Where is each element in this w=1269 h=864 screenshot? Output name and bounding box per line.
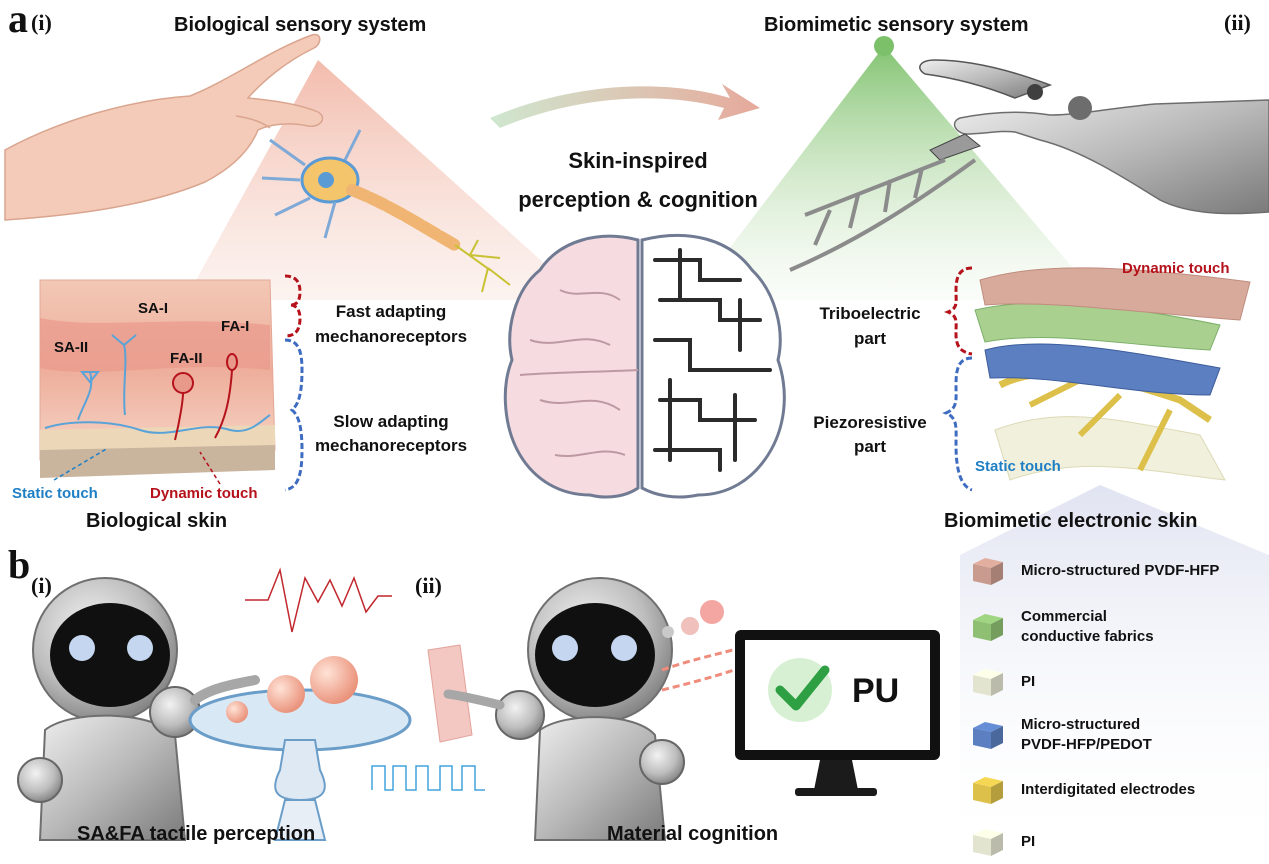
slow-adapting-brace [284,338,304,492]
bio-static-touch-label: Static touch [12,485,98,502]
biomimetic-electronic-skin-caption: Biomimetic electronic skin [944,510,1198,532]
legend-swatch-pi-bottom [971,826,1005,858]
legend-label-line1: PI [1021,672,1036,690]
receptor-label-sa-ii: SA-II [54,339,89,356]
panel-a-letter: a [8,0,28,41]
legend-label-line2: conductive fabrics [1021,628,1154,646]
fa-i-corpuscle [226,353,238,371]
legend-label-line1: Micro-structured PVDF-HFP [1021,561,1220,579]
legend-label-line1: Commercial [1021,608,1107,625]
bio-dynamic-touch-label: Dynamic touch [150,485,258,502]
electronic-skin-stack [974,267,1251,481]
slow-adapting-label-line1: Slow adapting [333,412,449,431]
brain-illustration [503,233,786,499]
legend-label-line1: PI [1021,832,1036,850]
panel-b-right-subindex: (ii) [415,573,442,598]
monitor-result-text: PU [852,672,900,710]
receptor-label-fa-i: FA-I [221,318,250,335]
slow-adapting-label-line2: mechanoreceptors [314,436,468,455]
fa-ii-corpuscle [172,372,194,394]
computer-monitor [735,630,940,796]
legend-item-pvdf-hfp: Micro-structured PVDF-HFP [971,555,1219,587]
legend-item-pi-top: PI [971,666,1035,698]
biomimetic-sensory-system-title: Biomimetic sensory system [764,14,1029,36]
sa-signal-waveform [371,765,485,791]
legend-label-line1: Interdigitated electrodes [1021,780,1196,798]
robot-left-illustration [17,577,260,841]
material-cognition-caption: Material cognition [607,823,779,845]
legend-swatch-pvdf-hfp-pedot [971,719,1005,751]
legend-item-interdigitated-electrodes: Interdigitated electrodes [971,774,1195,806]
specimen-table-illustration [188,656,412,841]
legend-item-conductive-fabrics: Commercial conductive fabrics [971,607,1154,648]
fast-adapting-label-line1: Fast adapting [335,302,447,321]
perception-cone-green [690,46,1100,300]
panel-a-left-subindex: (i) [31,10,52,35]
legend-label-line1: Micro-structured [1021,716,1141,733]
legend-swatch-pi-top [971,666,1005,698]
eskin-dynamic-touch-label: Dynamic touch [1122,260,1230,277]
center-title-line2: perception & cognition [518,187,758,212]
eskin-static-touch-label: Static touch [975,458,1061,475]
triboelectric-label-line2: part [853,329,887,348]
biological-sensory-system-title: Biological sensory system [174,14,427,36]
fast-adapting-label-line2: mechanoreceptors [314,327,468,346]
robot-nerve-ladder-illustration [789,158,977,272]
legend-background [960,485,1269,864]
legend-swatch-conductive-fabrics [971,611,1005,643]
biological-skin-block [39,279,276,485]
robot-right-illustration [443,577,685,841]
center-title-line1: Skin-inspired [568,148,708,173]
robot-hand-illustration [919,59,1269,215]
sa-fa-tactile-perception-caption: SA&FA tactile perception [77,823,316,845]
triboelectric-label-line1: Triboelectric [819,304,921,323]
legend-swatch-interdigitated-electrodes [971,774,1005,806]
neuron-illustration [261,129,511,293]
piezoresistive-label-line1: Piezoresistive [813,413,927,432]
signal-to-computer-arrows [661,600,741,692]
piezoresistive-label-line2: part [853,437,887,456]
fa-signal-waveform [245,567,392,633]
green-touch-point [874,36,894,56]
panel-b-letter: b [8,542,31,587]
legend-label-line2: PVDF-HFP/PEDOT [1021,736,1152,754]
check-icon [768,658,832,722]
top-transition-arrow [490,84,760,128]
piezoresistive-brace [942,356,973,492]
panel-a-right-subindex: (ii) [1224,10,1251,35]
legend-swatch-pvdf-hfp [971,555,1005,587]
triboelectric-brace [943,266,973,356]
human-hand-illustration [4,33,324,221]
receptor-label-fa-ii: FA-II [170,350,203,367]
receptor-label-sa-i: SA-I [138,300,168,317]
legend-item-pi-bottom: PI [971,826,1035,858]
panel-b-left-subindex: (i) [31,573,52,598]
biological-skin-caption: Biological skin [86,510,228,532]
